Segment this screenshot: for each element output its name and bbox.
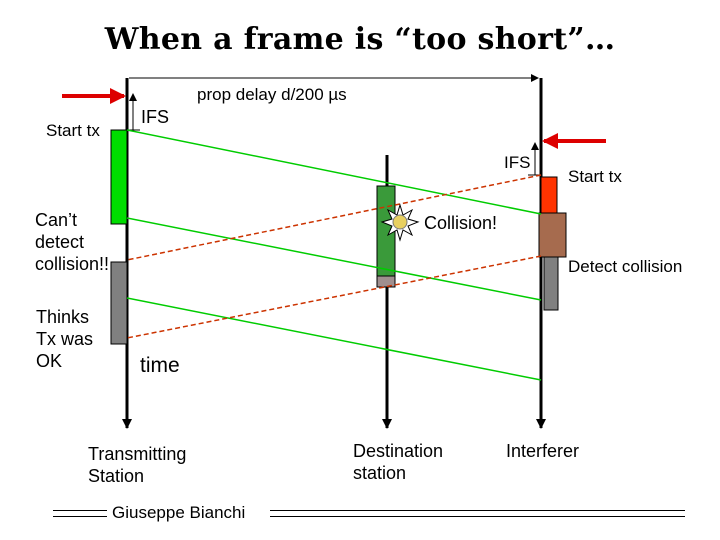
- interferer-frame-orange: [540, 176, 558, 214]
- detect-collision-label: Detect collision: [568, 257, 683, 276]
- footer-rule-right: [270, 510, 685, 517]
- collision-burst-icon: [380, 203, 420, 242]
- tx-frame-green: [110, 129, 128, 225]
- signal-green-3: [126, 297, 542, 381]
- page-title: When a frame is “too short”…: [104, 22, 616, 57]
- interferer-label: Interferer: [506, 441, 580, 461]
- collision-label: Collision!: [424, 213, 498, 233]
- thinks-ok-label: Thinks Tx was OK: [36, 307, 94, 371]
- interferer-frame-gray: [543, 256, 559, 311]
- signal-green-1: [126, 129, 542, 215]
- signal-green-2: [126, 217, 542, 301]
- start-tx-right-label: Start tx: [568, 167, 622, 186]
- ifs-left-label: IFS: [141, 107, 170, 127]
- dest-frame-tail: [376, 275, 396, 288]
- footer-rule-left: [53, 510, 107, 517]
- interferer-frame-collided: [538, 212, 567, 258]
- footer-author: Giuseppe Bianchi: [112, 503, 246, 522]
- transmitting-station-label: Transmitting Station: [88, 444, 187, 486]
- tx-frame-gray: [110, 261, 128, 345]
- signal-red-1: [126, 174, 542, 261]
- destination-station-label: Destination station: [353, 441, 444, 483]
- start-tx-left-label: Start tx: [46, 121, 100, 140]
- cant-detect-label: Can’t detect collision!!: [35, 210, 110, 274]
- signal-red-2: [126, 255, 542, 339]
- time-label: time: [140, 354, 180, 377]
- prop-delay-label: prop delay d/200 µs: [197, 85, 347, 104]
- ifs-right-label: IFS: [504, 153, 531, 172]
